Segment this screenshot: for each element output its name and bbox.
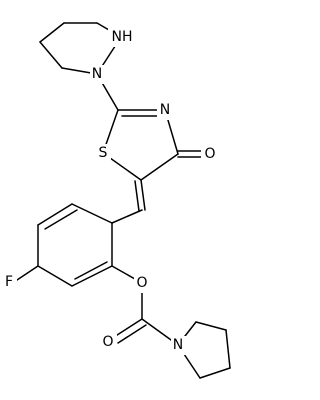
- bond: [140, 179, 146, 211]
- bond: [195, 321, 227, 331]
- bond: [37, 203, 73, 226]
- atom-label-n: N: [173, 337, 183, 353]
- atom-labels: NH N N S O F O O N: [2, 27, 218, 355]
- atom-label-o: O: [102, 334, 113, 350]
- atom-label-s: S: [99, 145, 108, 161]
- atom-label-o: O: [136, 275, 147, 291]
- atom-label-n: N: [92, 66, 102, 82]
- bond: [225, 329, 231, 369]
- bond: [39, 22, 65, 43]
- bond: [140, 153, 179, 181]
- bond: [199, 367, 231, 379]
- bond: [111, 209, 143, 224]
- bond: [39, 41, 63, 69]
- bond: [13, 265, 39, 283]
- bond: [134, 180, 140, 212]
- bond: [113, 318, 143, 338]
- bond: [37, 265, 73, 287]
- atom-label-o: O: [204, 146, 215, 162]
- bond: [71, 265, 113, 287]
- atom-label-n: N: [160, 102, 170, 118]
- bond: [74, 261, 108, 280]
- atom-label-nh: NH: [112, 29, 133, 45]
- bond: [71, 203, 113, 224]
- atom-label-f: F: [5, 274, 13, 290]
- bond: [44, 209, 78, 230]
- bond: [117, 324, 147, 344]
- bonds: [13, 22, 231, 379]
- molecule-drawing: NH N N S O F O O N: [2, 22, 231, 379]
